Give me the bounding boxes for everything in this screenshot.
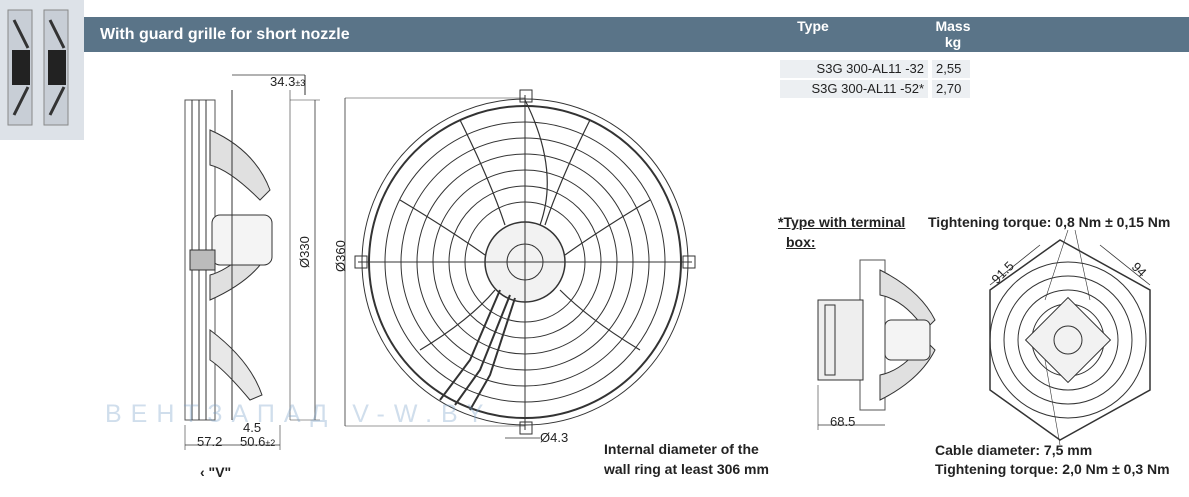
torque-top-note: Tightening torque: 0,8 Nm ± 0,15 Nm xyxy=(928,214,1171,230)
mass-cell: 2,70 xyxy=(932,80,970,98)
product-thumbnail xyxy=(0,0,84,140)
front-view-drawing xyxy=(344,89,696,439)
mass-cell: 2,55 xyxy=(932,60,970,78)
watermark: ВЕНТЗАПАД V-W.BY xyxy=(105,400,493,428)
dim-330: Ø330 xyxy=(297,236,312,268)
torque-bottom-note: Tightening torque: 2,0 Nm ± 0,3 Nm xyxy=(935,461,1170,477)
terminal-box-note-line1: *Type with terminal xyxy=(778,214,906,230)
side-view-drawing xyxy=(184,74,320,450)
page-title: With guard grille for short nozzle xyxy=(100,26,350,43)
terminal-box-note-line2: box: xyxy=(786,234,816,250)
terminal-box-drawing xyxy=(817,259,936,430)
type-cell: S3G 300-AL11 -32 xyxy=(780,60,928,78)
dim-360: Ø360 xyxy=(333,240,348,272)
dim-4-3: Ø4.3 xyxy=(540,430,569,445)
wall-ring-note-line1: Internal diameter of the xyxy=(604,441,759,457)
dim-68-5: 68.5 xyxy=(830,414,856,429)
dim-34-3: 34.3±3 xyxy=(270,74,306,89)
fan-thumbnail-icon xyxy=(7,9,69,126)
hexagonal-flange-drawing xyxy=(989,229,1151,446)
dim-57-2: 57.2 xyxy=(197,434,223,449)
cable-diameter-note: Cable diameter: 7,5 mm xyxy=(935,442,1093,458)
mass-column-header: Mass xyxy=(935,18,971,34)
dim-4-5: 4.5 xyxy=(243,420,262,435)
view-label: ‹ "V" xyxy=(200,464,232,480)
mass-unit: kg xyxy=(944,34,962,50)
dim-50-6: 50.6±2 xyxy=(240,434,276,449)
type-column-header: Type xyxy=(797,18,829,34)
header-bar xyxy=(84,17,1189,52)
wall-ring-note-line2: wall ring at least 306 mm xyxy=(604,461,769,477)
type-cell: S3G 300-AL11 -52* xyxy=(780,80,928,98)
